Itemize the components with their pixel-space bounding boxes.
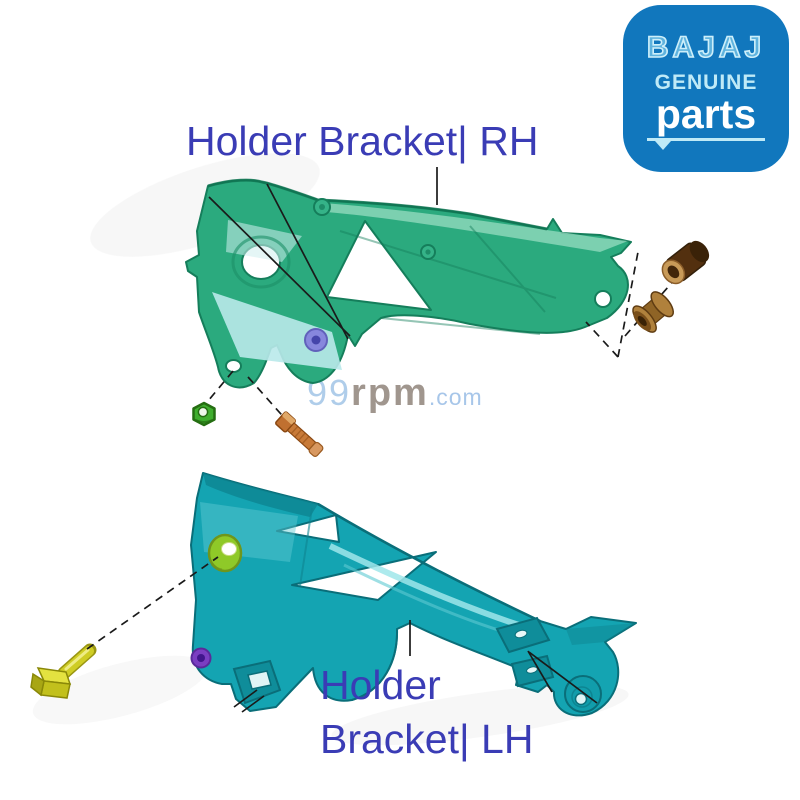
label-lh-line1: Holder [320,662,441,708]
badge-parts-text: parts [655,91,757,137]
holder-bracket-lh-illustration [190,472,637,717]
grommet-green-lh [207,533,243,573]
bajaj-genuine-parts-badge: BAJAJ GENUINE parts [623,5,789,172]
label-holder-bracket-lh: Holder Bracket| LH [320,658,533,766]
square-hole-boss [232,659,282,705]
bushing-sleeve-icon [661,240,710,285]
rivet-boss [313,198,436,260]
badge-genuine-text: GENUINE [654,71,758,94]
badge-brand-text: BAJAJ [646,31,766,64]
grommet-purple-rh [304,328,328,352]
assembly-dashed-lines-lh [86,556,219,650]
badge-arrow-icon [655,141,671,150]
ribs [339,225,557,335]
tail-boss [564,675,602,713]
copper-bolt-icon [275,411,324,457]
label-lh-line2: Bracket| LH [320,716,534,762]
cyan-reflection [212,292,342,370]
bushing-spool-icon [632,291,674,333]
holder-bracket-rh-illustration [185,178,632,389]
watermark-brand: rpm [351,372,429,414]
leader-lines-rh [208,167,438,340]
mount-hole-ring [231,235,291,289]
wing-underside [566,623,636,645]
hex-nut-green-icon [192,401,216,427]
watermark-suffix: .com [428,384,483,410]
badge-underline [647,138,765,150]
yellow-bolt-icon [30,643,97,699]
arm-highlight [328,543,529,631]
label-holder-bracket-rh: Holder Bracket| RH [186,118,539,164]
arm-ridge [317,502,541,623]
top-fold-shade [203,473,318,517]
leader-lines-lh [233,620,598,713]
top-edge-shade [207,178,548,231]
arm-highlight-2 [343,563,509,635]
tail-clips [495,616,555,688]
beam-highlight [322,203,628,252]
grommet-purple-lh [190,647,212,669]
cyan-reflection-small [226,220,302,262]
